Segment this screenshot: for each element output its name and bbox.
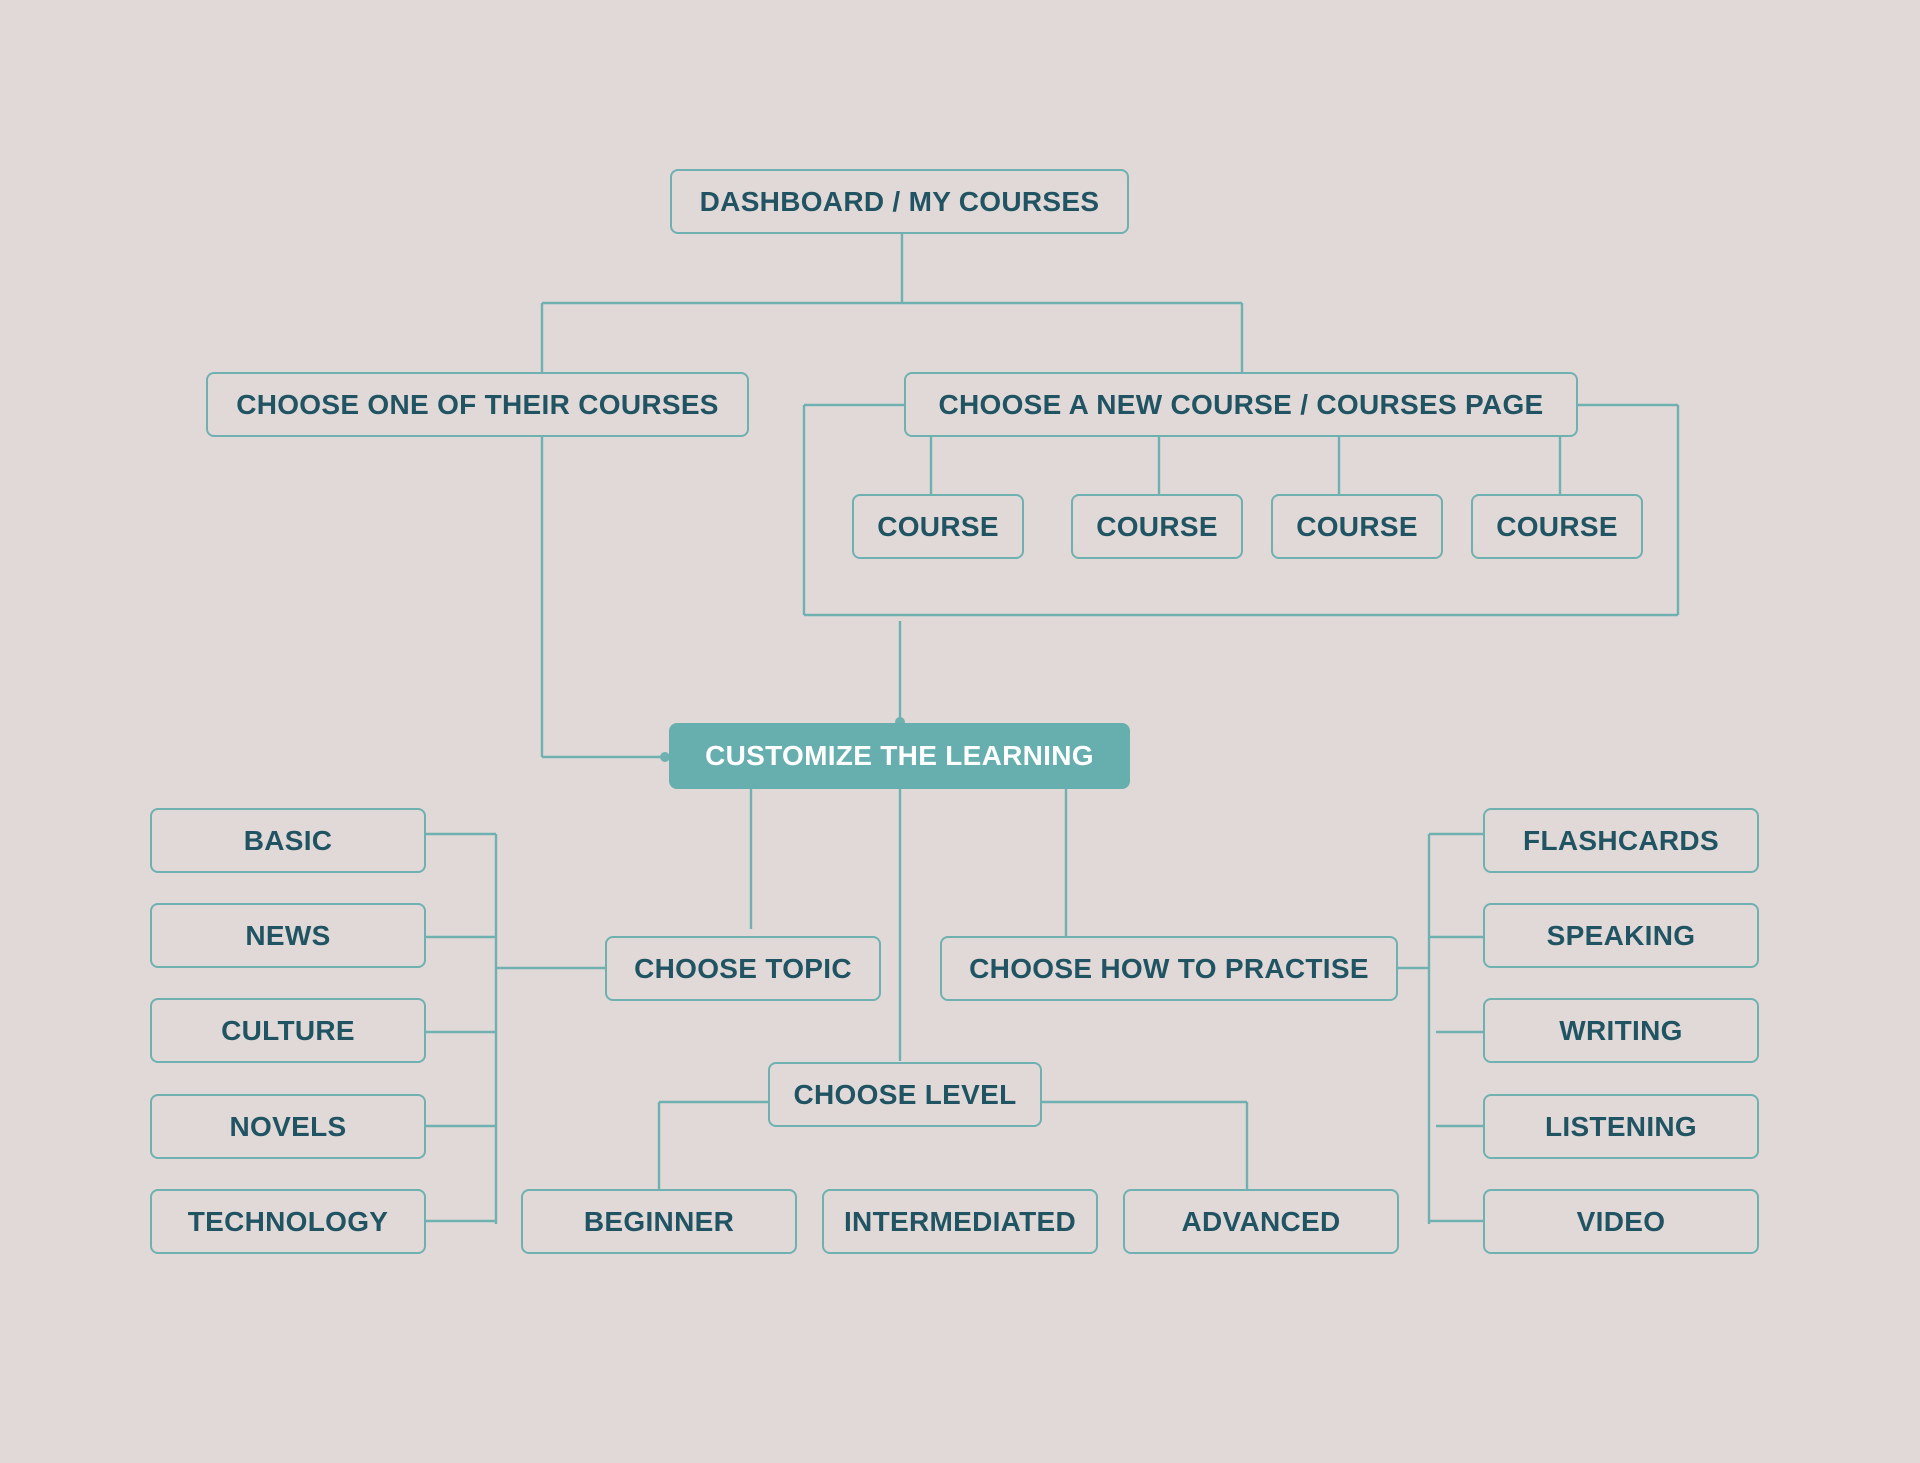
- practise-node-listening: LISTENING: [1483, 1094, 1759, 1159]
- topic-node-news: NEWS: [150, 903, 426, 968]
- dashboard-node: DASHBOARD / MY COURSES: [670, 169, 1129, 234]
- choose-practise-node: CHOOSE HOW TO PRACTISE: [940, 936, 1398, 1001]
- choose-level-node: CHOOSE LEVEL: [768, 1062, 1042, 1127]
- choose-new-course-node: CHOOSE A NEW COURSE / COURSES PAGE: [904, 372, 1578, 437]
- level-node-advanced: ADVANCED: [1123, 1189, 1399, 1254]
- course-node-1: COURSE: [852, 494, 1024, 559]
- practise-node-flashcards: FLASHCARDS: [1483, 808, 1759, 873]
- level-node-beginner: BEGINNER: [521, 1189, 797, 1254]
- course-node-3: COURSE: [1271, 494, 1443, 559]
- practise-node-speaking: SPEAKING: [1483, 903, 1759, 968]
- topic-node-basic: BASIC: [150, 808, 426, 873]
- practise-node-writing: WRITING: [1483, 998, 1759, 1063]
- course-node-2: COURSE: [1071, 494, 1243, 559]
- course-node-4: COURSE: [1471, 494, 1643, 559]
- choose-existing-course-node: CHOOSE ONE OF THEIR COURSES: [206, 372, 749, 437]
- customize-learning-node: CUSTOMIZE THE LEARNING: [669, 723, 1130, 789]
- topic-node-culture: CULTURE: [150, 998, 426, 1063]
- topic-node-novels: NOVELS: [150, 1094, 426, 1159]
- practise-node-video: VIDEO: [1483, 1189, 1759, 1254]
- topic-node-technology: TECHNOLOGY: [150, 1189, 426, 1254]
- level-node-intermediated: INTERMEDIATED: [822, 1189, 1098, 1254]
- choose-topic-node: CHOOSE TOPIC: [605, 936, 881, 1001]
